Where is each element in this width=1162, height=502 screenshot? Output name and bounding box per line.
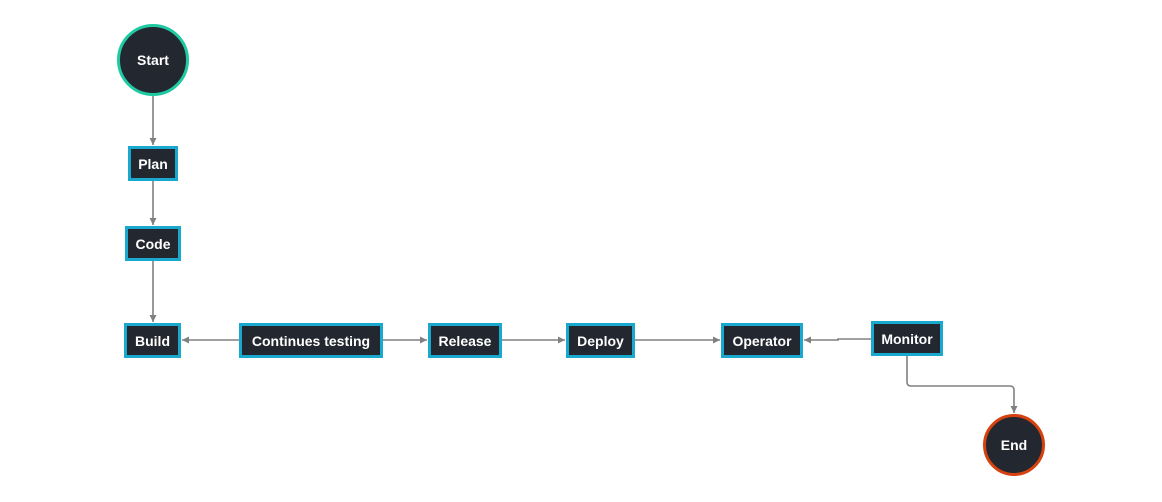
release-node-label: Release [438,332,492,349]
start-node-label: Start [137,52,169,68]
plan-node[interactable]: Plan [128,146,178,181]
edge-monitor-to-operator [804,336,871,344]
deploy-node-label: Deploy [577,332,624,349]
build-node[interactable]: Build [124,323,181,358]
release-node[interactable]: Release [428,323,502,358]
start-node[interactable]: Start [117,24,189,96]
edge-monitor-to-end [906,356,1018,413]
code-node-label: Code [135,235,171,252]
plan-node-label: Plan [138,155,168,172]
operator-node-label: Operator [732,332,792,349]
monitor-node[interactable]: Monitor [871,321,943,356]
end-node-label: End [1000,437,1028,453]
end-node[interactable]: End [983,414,1045,476]
build-node-label: Build [135,332,170,349]
monitor-node-label: Monitor [881,330,933,347]
continues-testing-node[interactable]: Continues testing [239,323,383,358]
deploy-node[interactable]: Deploy [566,323,635,358]
continues-testing-node-label: Continues testing [251,332,371,349]
operator-node[interactable]: Operator [721,323,803,358]
code-node[interactable]: Code [125,226,181,261]
